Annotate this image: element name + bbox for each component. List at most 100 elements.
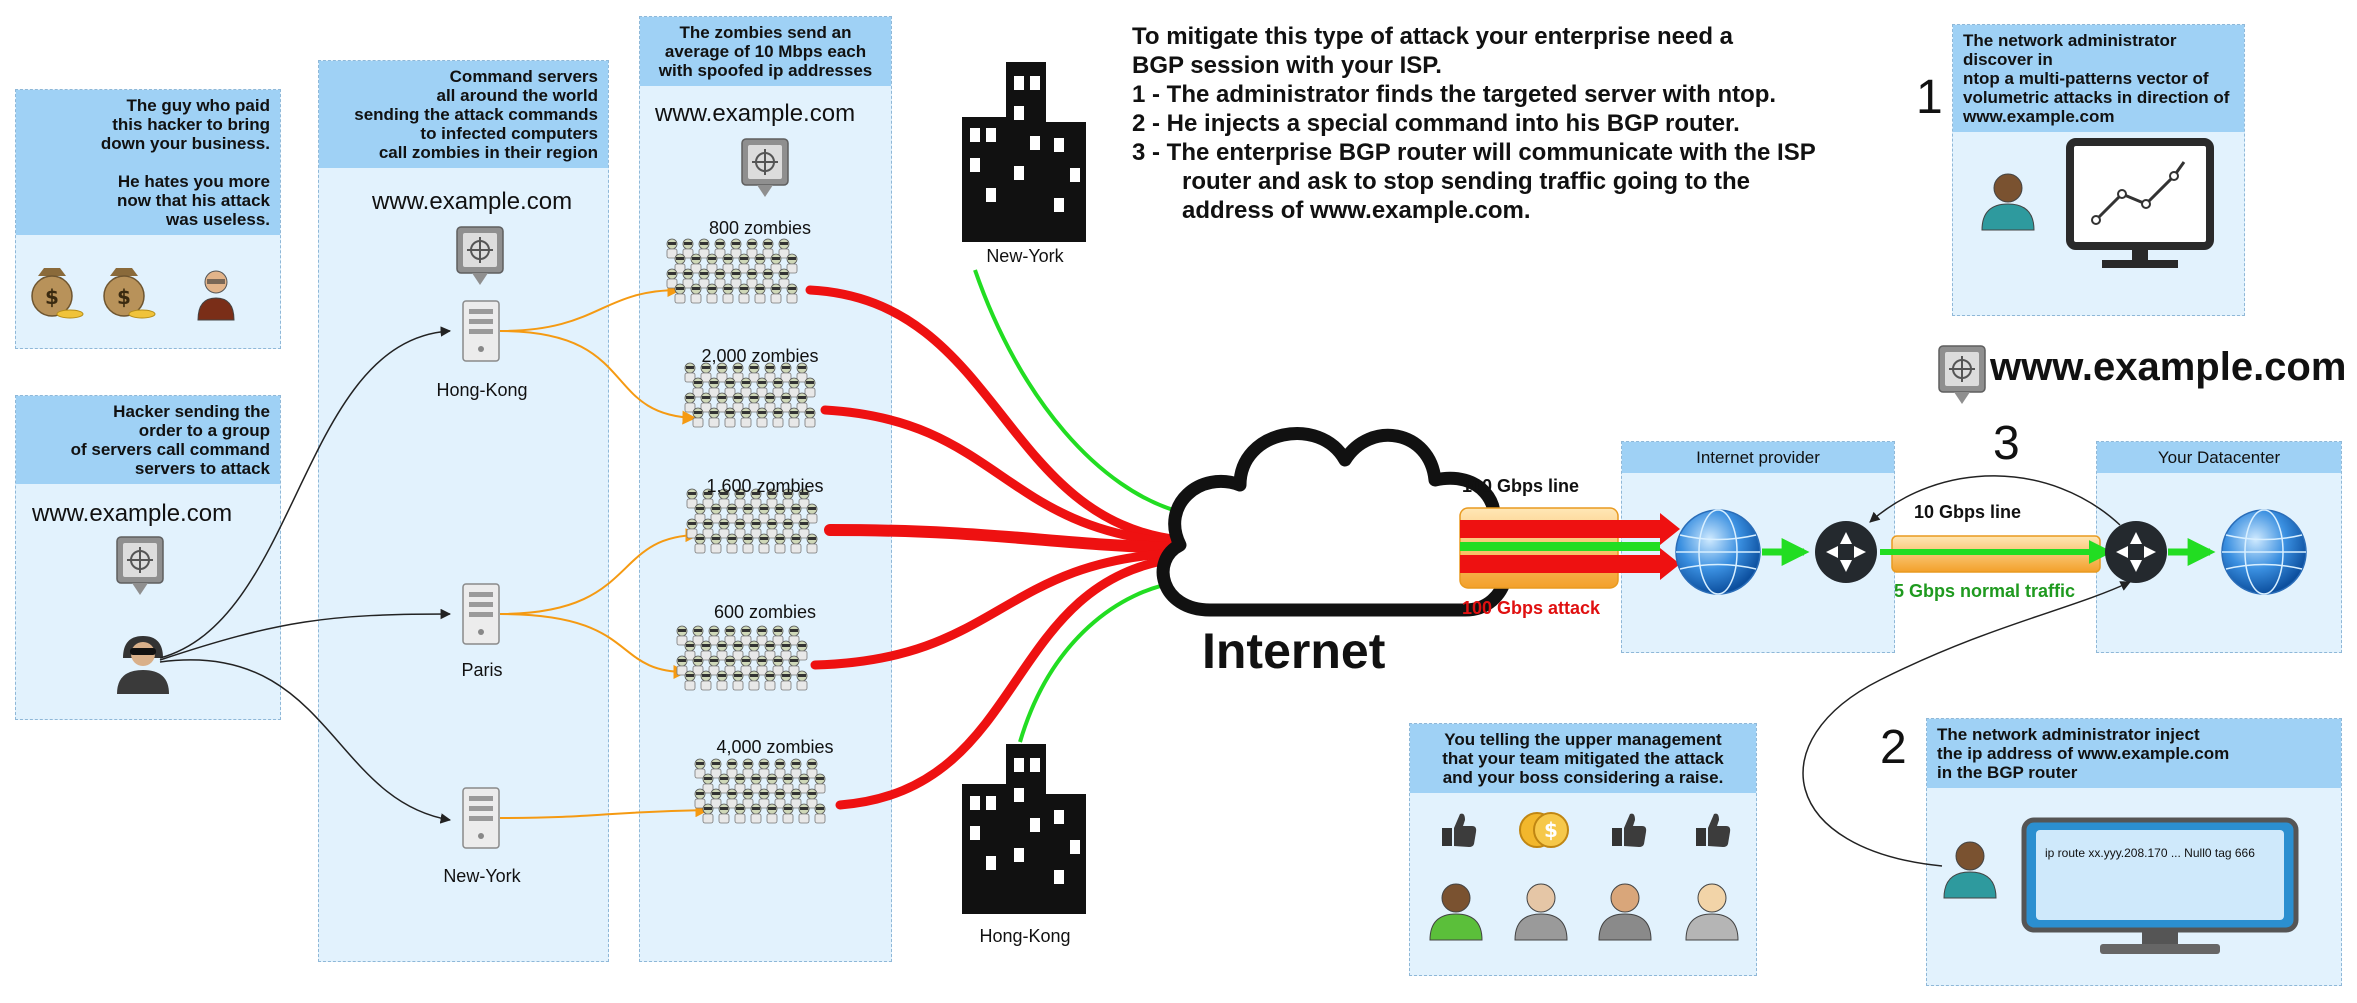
zombie-icon	[746, 238, 758, 259]
zombie-icon	[756, 655, 768, 676]
bgp-request-arrow	[1869, 475, 2121, 526]
normal-traffic-label: 5 Gbps normal traffic	[1894, 581, 2076, 601]
attack-band	[1460, 555, 1660, 573]
zombie-icon	[684, 362, 696, 383]
bgp-command-text: ip route xx.yyy.208.170 ... Null0 tag 66…	[2045, 846, 2255, 860]
zombie-icon	[690, 253, 702, 274]
zombie-icon	[748, 362, 760, 383]
attack-flow	[810, 548, 1185, 670]
zombie-icon	[806, 533, 818, 554]
zombie-icon	[766, 518, 778, 539]
zombie-icon	[718, 488, 730, 509]
attack-flow	[805, 285, 1185, 545]
normal-flow	[973, 269, 1181, 514]
zombie-icon	[766, 803, 778, 824]
zombie-icon	[788, 377, 800, 398]
zombie-icon	[722, 253, 734, 274]
zombie-icon	[710, 503, 722, 524]
zombie-label: 800 zombies	[708, 218, 812, 238]
zombie-label: 1,600 zombies	[706, 476, 824, 496]
zombie-icon	[758, 788, 770, 809]
zombie-icon	[788, 625, 800, 646]
zombie-icon	[782, 518, 794, 539]
thumbs-up-icon	[1612, 813, 1647, 847]
zombie-icon	[748, 392, 760, 413]
coins-icon: $	[1519, 812, 1569, 848]
zombie-icon	[742, 758, 754, 779]
zombie-icon	[684, 392, 696, 413]
zombie-icon	[708, 625, 720, 646]
server-icon	[462, 787, 500, 849]
zombie-icon	[806, 503, 818, 524]
zombie-icon	[698, 268, 710, 289]
zombie-icon	[804, 377, 816, 398]
order-arrow	[499, 528, 700, 615]
admin-discover-text: The network administrator discover in nt…	[1953, 25, 2244, 132]
zombie-icon	[702, 773, 714, 794]
zombie-icon	[730, 238, 742, 259]
money-bag-icon: $	[103, 268, 156, 319]
zombie-icon	[714, 238, 726, 259]
command-arrow	[159, 659, 452, 824]
cloud-icon	[1156, 427, 1514, 617]
instructions-title: To mitigate this type of attack your ent…	[1132, 23, 1734, 50]
dc-line-label: 10 Gbps line	[1914, 502, 2022, 522]
zombie-icon	[708, 377, 720, 398]
zombie-icon	[756, 625, 768, 646]
zombie-icon	[692, 407, 704, 428]
boss-panel: The guy who paid this hacker to bring do…	[15, 89, 281, 349]
zombie-icon	[690, 283, 702, 304]
zombie-icon	[710, 533, 722, 554]
zombie-icon	[814, 803, 826, 824]
zombie-icon	[798, 773, 810, 794]
instructions-step-1: 1 - The administrator finds the targeted…	[1132, 81, 1777, 108]
zombie-icon	[710, 788, 722, 809]
zombie-icon	[734, 518, 746, 539]
internet-label: Internet	[1202, 623, 1386, 679]
zombie-icon	[726, 758, 738, 779]
isp-title: Internet provider	[1622, 442, 1894, 473]
zombie-icon	[716, 362, 728, 383]
zombie-icon	[786, 253, 798, 274]
zombie-icon	[682, 238, 694, 259]
zombie-icon	[702, 518, 714, 539]
zombie-icon	[732, 392, 744, 413]
command-arrow	[159, 608, 452, 661]
command-domain: www.example.com	[372, 188, 573, 215]
zombie-icon	[764, 392, 776, 413]
zombie-icon	[708, 655, 720, 676]
svg-text:$: $	[1544, 818, 1558, 842]
zombie-icon	[790, 503, 802, 524]
zombie-icon	[666, 238, 678, 259]
zombie-icon	[740, 377, 752, 398]
zombie-icon	[724, 407, 736, 428]
zombie-icon	[758, 758, 770, 779]
step-number-1: 1	[1916, 71, 1943, 124]
zombie-icon	[700, 362, 712, 383]
zombie-icon	[706, 283, 718, 304]
zombie-icon	[698, 238, 710, 259]
zombie-icon	[692, 655, 704, 676]
zombies-domain: www.example.com	[655, 100, 856, 127]
boss-icon	[197, 270, 235, 321]
zombie-icon	[774, 533, 786, 554]
zombie-icon	[754, 283, 766, 304]
thumbs-up-icon	[1696, 813, 1731, 847]
zombie-icon	[790, 758, 802, 779]
zombie-icon	[676, 655, 688, 676]
zombie-icon	[770, 253, 782, 274]
zombie-icon	[774, 788, 786, 809]
zombie-icon	[780, 670, 792, 691]
zombie-icon	[706, 253, 718, 274]
attack-label: 100 Gbps attack	[1462, 598, 1601, 618]
zombie-icon	[738, 283, 750, 304]
zombie-icon	[718, 803, 730, 824]
zombie-icon	[782, 773, 794, 794]
svg-text:$: $	[117, 285, 131, 309]
zombie-icon	[726, 533, 738, 554]
zombie-icon	[686, 518, 698, 539]
admin-icon	[1981, 173, 2035, 231]
attack-flow	[820, 405, 1185, 548]
normal-band	[1460, 542, 1660, 551]
